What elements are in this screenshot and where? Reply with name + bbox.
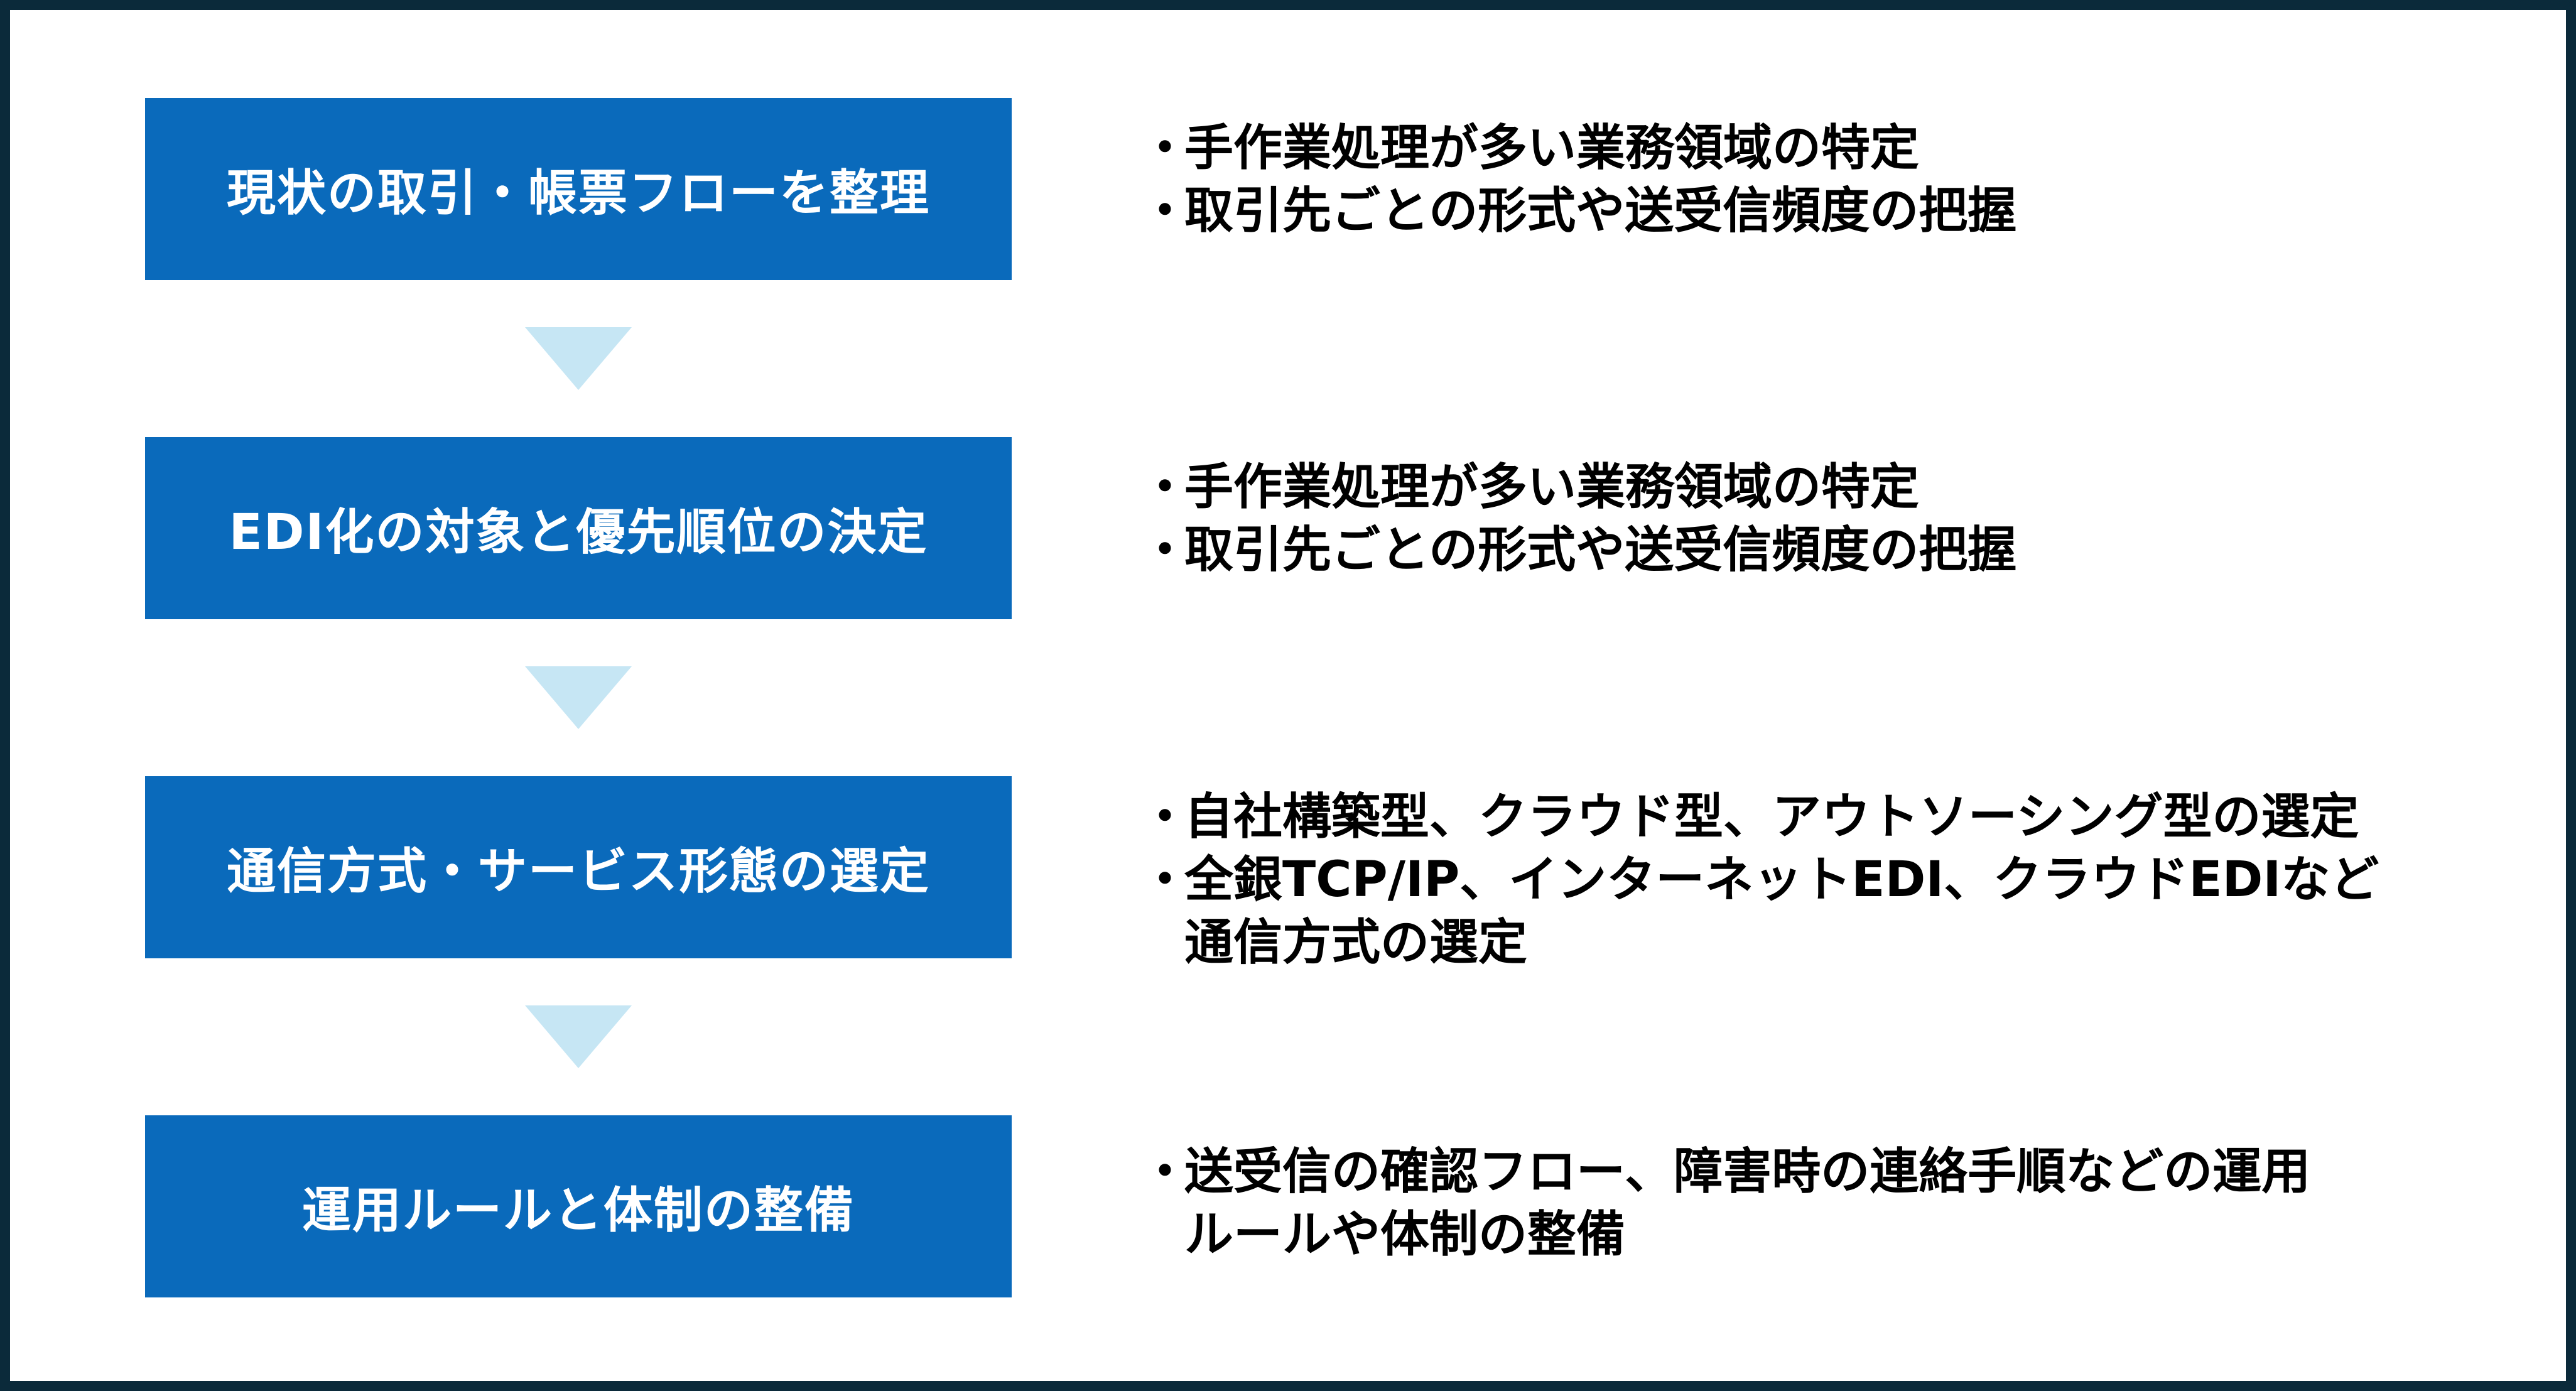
step-1-bullet-2: ・ 取引先ごとの形式や送受信頻度の把握 xyxy=(1140,180,2016,242)
bullet-text: 全銀TCP/IP、インターネットEDI、クラウドEDIなど 通信方式の選定 xyxy=(1184,852,2379,971)
bullet-mark: ・ xyxy=(1140,789,1190,845)
bullet-mark: ・ xyxy=(1140,120,1190,176)
bullet-mark: ・ xyxy=(1140,183,1190,239)
step-1-bullet-1: ・ 手作業処理が多い業務領域の特定 xyxy=(1140,117,2016,180)
bullet-text: 手作業処理が多い業務領域の特定 xyxy=(1184,120,1920,176)
step-1-box: 現状の取引・帳票フローを整理 xyxy=(145,98,1012,280)
bullet-text: 送受信の確認フロー、障害時の連絡手順などの運用 ルールや体制の整備 xyxy=(1184,1144,2311,1263)
down-arrow-icon-2 xyxy=(525,666,632,729)
bullet-mark: ・ xyxy=(1140,522,1190,578)
bullet-text: 自社構築型、クラウド型、アウトソーシング型の選定 xyxy=(1184,789,2359,845)
bullet-mark: ・ xyxy=(1140,1144,1190,1200)
step-1-bullets: ・ 手作業処理が多い業務領域の特定 ・ 取引先ごとの形式や送受信頻度の把握 xyxy=(1140,117,2016,242)
step-3-bullet-1: ・ 自社構築型、クラウド型、アウトソーシング型の選定 xyxy=(1140,786,2379,848)
down-arrow-icon-1 xyxy=(525,327,632,390)
bullet-mark: ・ xyxy=(1140,852,1190,908)
step-2-bullet-1: ・ 手作業処理が多い業務領域の特定 xyxy=(1140,456,2016,519)
step-2-box: EDI化の対象と優先順位の決定 xyxy=(145,437,1012,619)
step-2-title: EDI化の対象と優先順位の決定 xyxy=(229,504,928,561)
step-3-bullet-2: ・ 全銀TCP/IP、インターネットEDI、クラウドEDIなど 通信方式の選定 xyxy=(1140,848,2379,974)
step-4-bullet-1: ・ 送受信の確認フロー、障害時の連絡手順などの運用 ルールや体制の整備 xyxy=(1140,1140,2310,1266)
down-arrow-icon-3 xyxy=(525,1005,632,1068)
step-2-bullet-2: ・ 取引先ごとの形式や送受信頻度の把握 xyxy=(1140,519,2016,582)
bullet-text: 取引先ごとの形式や送受信頻度の把握 xyxy=(1184,183,2017,239)
bullet-text: 手作業処理が多い業務領域の特定 xyxy=(1184,459,1920,516)
step-2-bullets: ・ 手作業処理が多い業務領域の特定 ・ 取引先ごとの形式や送受信頻度の把握 xyxy=(1140,456,2016,582)
step-1-title: 現状の取引・帳票フローを整理 xyxy=(226,165,930,222)
bullet-mark: ・ xyxy=(1140,459,1190,516)
step-3-title: 通信方式・サービス形態の選定 xyxy=(226,843,930,900)
step-4-title: 運用ルールと体制の整備 xyxy=(301,1183,855,1239)
step-4-bullets: ・ 送受信の確認フロー、障害時の連絡手順などの運用 ルールや体制の整備 xyxy=(1140,1140,2310,1266)
step-3-bullets: ・ 自社構築型、クラウド型、アウトソーシング型の選定 ・ 全銀TCP/IP、イン… xyxy=(1140,786,2379,974)
step-3-box: 通信方式・サービス形態の選定 xyxy=(145,776,1012,958)
bullet-text: 取引先ごとの形式や送受信頻度の把握 xyxy=(1184,522,2017,578)
step-4-box: 運用ルールと体制の整備 xyxy=(145,1115,1012,1297)
